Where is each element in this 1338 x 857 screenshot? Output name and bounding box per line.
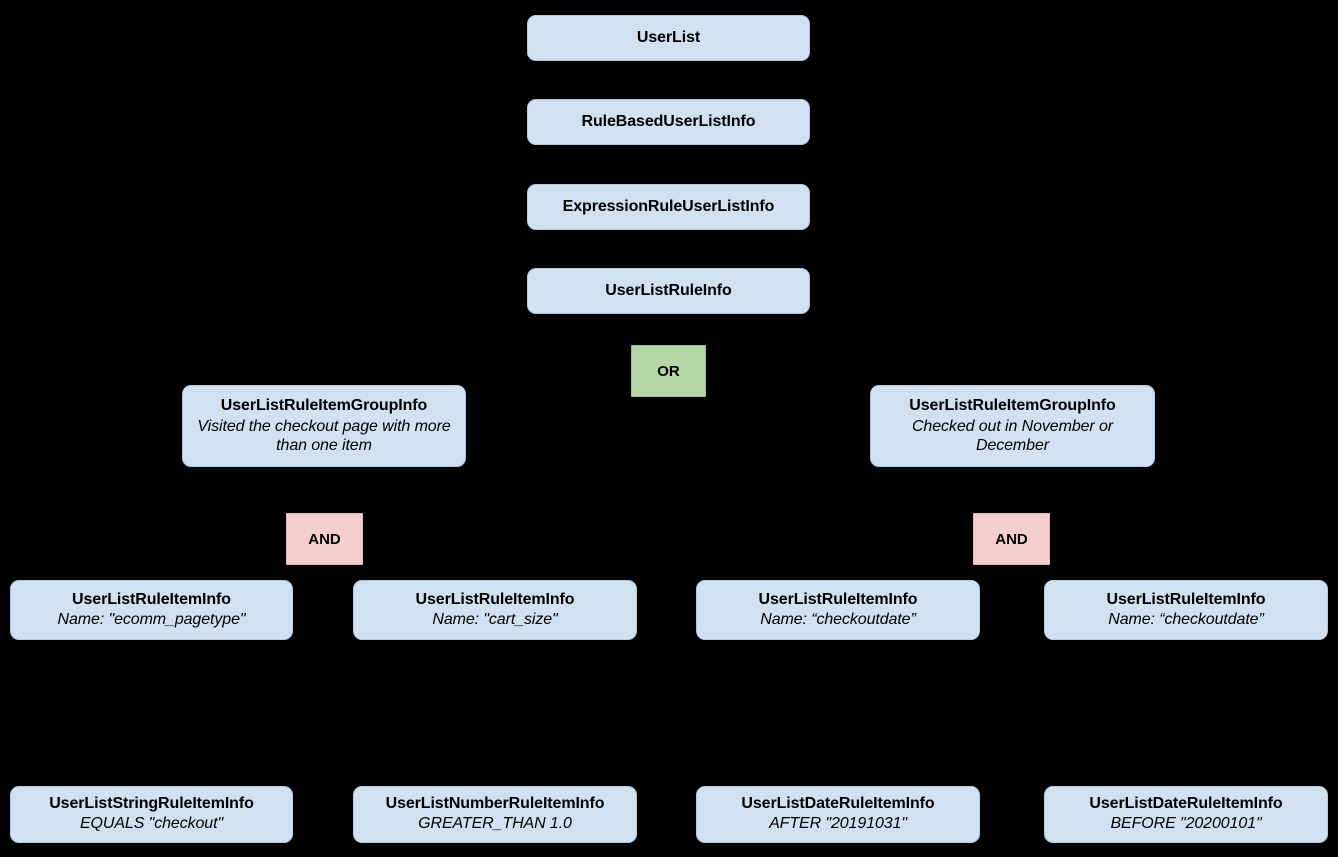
node-subtitle: BEFORE "20200101"	[1110, 815, 1262, 832]
edge-and-left-to-item1	[150, 565, 301, 579]
node-title: UserListRuleItemGroupInfo	[220, 396, 428, 414]
node-number-rule-item-info[interactable]: UserListNumberRuleItemInfo GREATER_THAN …	[353, 786, 637, 843]
node-title: RuleBasedUserListInfo	[581, 112, 756, 130]
node-title: UserList	[636, 28, 701, 46]
node-subtitle: Name: "ecomm_pagetype"	[57, 610, 246, 628]
node-subtitle: Name: “checkoutdate”	[760, 610, 916, 628]
operator-badge-and-right[interactable]: AND	[973, 513, 1050, 565]
operator-label: AND	[308, 530, 341, 548]
node-subtitle: AFTER "20191031"	[769, 815, 907, 832]
edge-or-to-group-right	[699, 367, 1012, 381]
node-title: UserListRuleItemInfo	[415, 590, 575, 608]
node-user-list-rule-info[interactable]: UserListRuleInfo	[527, 268, 810, 314]
node-title: UserListDateRuleItemInfo	[741, 795, 935, 813]
node-subtitle: EQUALS "checkout"	[79, 815, 224, 832]
node-string-rule-item-info[interactable]: UserListStringRuleItemInfo EQUALS "check…	[10, 786, 293, 843]
node-group-left[interactable]: UserListRuleItemGroupInfo Visited the ch…	[182, 385, 466, 467]
node-title: UserListRuleItemGroupInfo	[909, 396, 1116, 414]
edge-and-right-to-item3	[837, 565, 991, 579]
node-title: UserListRuleItemInfo	[758, 590, 918, 608]
node-title: ExpressionRuleUserListInfo	[562, 197, 775, 215]
node-title: UserListNumberRuleItemInfo	[385, 795, 605, 813]
node-title: UserListStringRuleItemInfo	[49, 795, 254, 813]
node-user-list[interactable]: UserList	[527, 15, 810, 61]
node-title: UserListRuleItemInfo	[72, 590, 231, 608]
arrowhead-expression	[661, 173, 675, 187]
node-title: UserListDateRuleItemInfo	[1089, 795, 1283, 813]
operator-badge-or[interactable]: OR	[631, 345, 706, 397]
edge-or-to-group-left	[323, 367, 639, 381]
node-title: UserListRuleInfo	[605, 281, 732, 299]
node-subtitle: GREATER_THAN 1.0	[418, 815, 572, 832]
node-expression-rule-user-list-info[interactable]: ExpressionRuleUserListInfo	[527, 184, 810, 230]
node-rule-item-ecomm-pagetype[interactable]: UserListRuleItemInfo Name: "ecomm_pagety…	[10, 580, 293, 640]
node-subtitle: Checked out in November or December	[911, 417, 1114, 454]
node-date-rule-item-info-before[interactable]: UserListDateRuleItemInfo BEFORE "2020010…	[1044, 786, 1328, 843]
node-subtitle: Name: “checkoutdate”	[1108, 610, 1264, 628]
operator-label: OR	[657, 362, 680, 380]
edge-and-right-to-item4	[1034, 565, 1187, 579]
node-group-right[interactable]: UserListRuleItemGroupInfo Checked out in…	[870, 385, 1155, 467]
node-title: UserListRuleItemInfo	[1106, 590, 1266, 608]
operator-label: AND	[995, 530, 1028, 548]
node-date-rule-item-info-after[interactable]: UserListDateRuleItemInfo AFTER "20191031…	[696, 786, 980, 843]
edge-and-left-to-item2	[349, 565, 496, 579]
node-subtitle: Name: "cart_size"	[432, 610, 558, 628]
arrowhead-rulebased	[661, 88, 675, 102]
node-rule-based-user-list-info[interactable]: RuleBasedUserListInfo	[527, 99, 810, 145]
node-rule-item-cart-size[interactable]: UserListRuleItemInfo Name: "cart_size"	[353, 580, 637, 640]
operator-badge-and-left[interactable]: AND	[286, 513, 363, 565]
node-rule-item-checkoutdate-before[interactable]: UserListRuleItemInfo Name: “checkoutdate…	[1044, 580, 1328, 640]
node-subtitle: Visited the checkout page with more than…	[197, 417, 451, 454]
node-rule-item-checkoutdate-after[interactable]: UserListRuleItemInfo Name: “checkoutdate…	[696, 580, 980, 640]
